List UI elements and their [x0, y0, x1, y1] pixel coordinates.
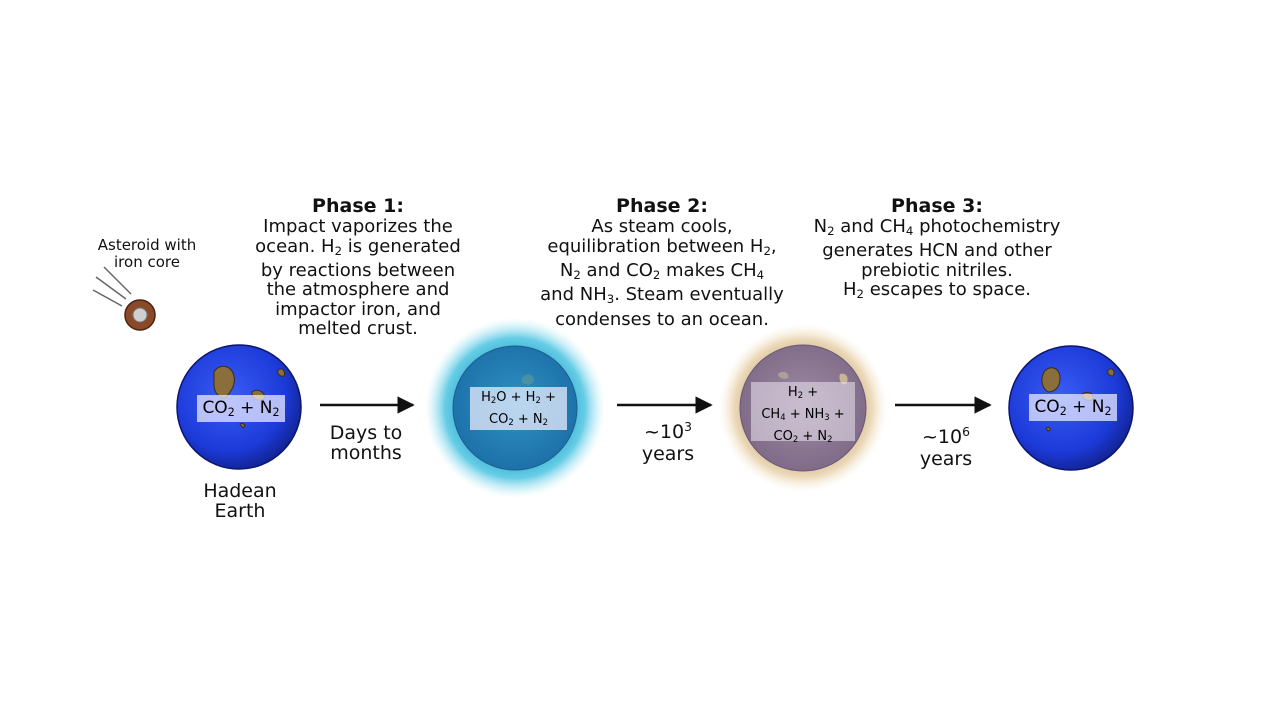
earth-label-line: Earth — [214, 500, 266, 522]
planet-4-atmosphere-label: CO2 + N2 — [1029, 394, 1117, 421]
continent — [213, 365, 235, 399]
phase-3-line: generates HCN and other — [822, 240, 1052, 262]
phase-3-body: N2 and CH4 photochemistry generates HCN … — [792, 217, 1082, 305]
phase-1-line: the atmosphere and — [266, 279, 450, 301]
phase-1-line: melted crust. — [298, 318, 418, 340]
asteroid-label-line: iron core — [114, 253, 180, 271]
asteroid-trail — [92, 289, 123, 307]
transition-label-line: months — [330, 442, 402, 464]
earth-label-line: Hadean — [203, 480, 277, 502]
asteroid-trail — [103, 266, 132, 295]
transition-label-line: ~103 — [644, 420, 692, 443]
phase-2-line: As steam cools, — [591, 216, 733, 237]
asteroid-label-line: Asteroid with — [97, 236, 197, 254]
transition-3-label: ~106 years — [886, 421, 1006, 470]
continent — [1045, 426, 1051, 432]
atmosphere-line: CO2 + N2 — [489, 412, 548, 428]
phase-2-body: As steam cools, equilibration between H2… — [517, 217, 807, 329]
phase-2-line: equilibration between H2, — [547, 235, 777, 258]
transition-2-label: ~103 years — [608, 416, 728, 465]
continent — [1041, 367, 1061, 393]
continent — [1107, 368, 1115, 377]
atmosphere-line: CO2 + N2 — [1034, 397, 1112, 418]
phase-1-line: ocean. H2 is generated — [255, 235, 461, 258]
phase-1-body: Impact vaporizes the ocean. H2 is genera… — [230, 217, 486, 339]
phase-1-text: Phase 1: Impact vaporizes the ocean. H2 … — [230, 195, 486, 339]
asteroid-trail — [95, 276, 127, 300]
continent — [277, 368, 285, 377]
phase-2-title: Phase 2: — [616, 195, 708, 217]
phase-1-line: impactor iron, and — [275, 298, 441, 320]
transition-1-label: Days to months — [306, 423, 426, 463]
faint-continent — [778, 371, 789, 379]
phase-3-text: Phase 3: N2 and CH4 photochemistry gener… — [792, 195, 1082, 305]
phase-3-line: H2 escapes to space. — [842, 279, 1031, 302]
asteroid-iron-core — [132, 307, 148, 323]
phase-1-line: by reactions between — [260, 259, 456, 281]
phase-2-line: N2 and CO2 makes CH4 — [559, 259, 765, 282]
phase-3-line: prebiotic nitriles. — [861, 259, 1013, 281]
planet-1-atmosphere-label: CO2 + N2 — [197, 395, 285, 422]
planet-3-atmosphere-label: H2 + CH4 + NH3 + CO2 + N2 — [751, 382, 855, 444]
faint-continent — [839, 373, 848, 385]
atmosphere-line: CO2 + N2 — [202, 398, 280, 419]
phase-3-title: Phase 3: — [891, 195, 983, 217]
transition-label-line: Days to — [329, 422, 403, 444]
continent — [239, 423, 245, 429]
asteroid-label: Asteroid with iron core — [82, 237, 212, 271]
atmosphere-line: CH4 + NH3 + — [761, 407, 845, 423]
phase-1-line: Impact vaporizes the — [263, 216, 453, 237]
asteroid — [92, 266, 156, 331]
faint-continent — [522, 374, 534, 385]
atmosphere-line: H2O + H2 + — [481, 390, 556, 406]
planet-2-atmosphere-label: H2O + H2 + CO2 + N2 — [470, 387, 567, 430]
transition-label-line: years — [641, 442, 695, 465]
phase-1-title: Phase 1: — [312, 195, 404, 217]
transition-label-line: years — [919, 447, 973, 470]
atmosphere-line: H2 + — [787, 385, 819, 401]
transition-label-line: ~106 — [922, 425, 970, 448]
phase-3-line: N2 and CH4 photochemistry — [813, 216, 1061, 238]
atmosphere-line: CO2 + N2 — [773, 429, 833, 445]
phase-2-text: Phase 2: As steam cools, equilibration b… — [517, 195, 807, 329]
hadean-earth-label: Hadean Earth — [180, 481, 300, 521]
phase-2-line: condenses to an ocean. — [555, 308, 769, 330]
phase-2-line: and NH3. Steam eventually — [540, 284, 784, 307]
